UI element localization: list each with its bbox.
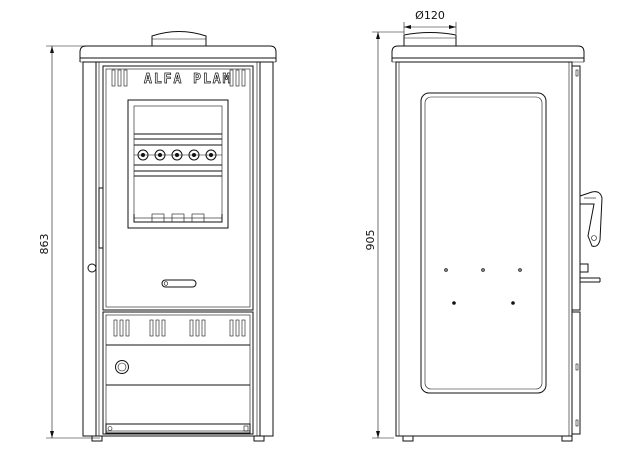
air-regulator-knob <box>115 360 129 374</box>
side-top-plate <box>391 45 585 63</box>
flue-diameter-label: Ø120 <box>415 9 445 22</box>
front-lower-door <box>102 311 254 435</box>
side-flue-collar <box>403 32 457 46</box>
lower-vent-2 <box>149 319 166 337</box>
flue-diameter-dimension: Ø120 <box>403 9 457 34</box>
side-height-label: 905 <box>364 230 377 251</box>
air-inlet-row <box>134 149 222 161</box>
side-view: Ø120 905 <box>364 9 603 442</box>
front-upper-door: ALFA PLAM <box>102 65 254 311</box>
upper-vent-right <box>229 69 246 87</box>
lower-vent-4 <box>229 319 246 337</box>
lower-vent-3 <box>189 319 206 337</box>
front-view: 863 <box>38 31 277 442</box>
door-glass-window <box>127 99 229 229</box>
side-body <box>395 61 581 442</box>
upper-vent-left <box>111 69 128 87</box>
door-handle <box>161 279 197 288</box>
side-glass-panel <box>420 92 547 394</box>
front-flue-collar <box>151 31 207 46</box>
side-door-handle <box>579 191 603 247</box>
side-air-regulator <box>579 263 601 283</box>
fire-grate <box>133 213 223 223</box>
front-top-plate <box>79 45 277 63</box>
brand-logo: ALFA PLAM <box>144 72 232 87</box>
side-height-dimension: 905 <box>364 31 404 439</box>
side-fixing-points <box>444 268 522 305</box>
front-height-label: 863 <box>38 234 51 255</box>
front-height-dimension: 863 <box>38 45 150 439</box>
lower-vent-1 <box>113 319 130 337</box>
front-body <box>82 61 274 442</box>
